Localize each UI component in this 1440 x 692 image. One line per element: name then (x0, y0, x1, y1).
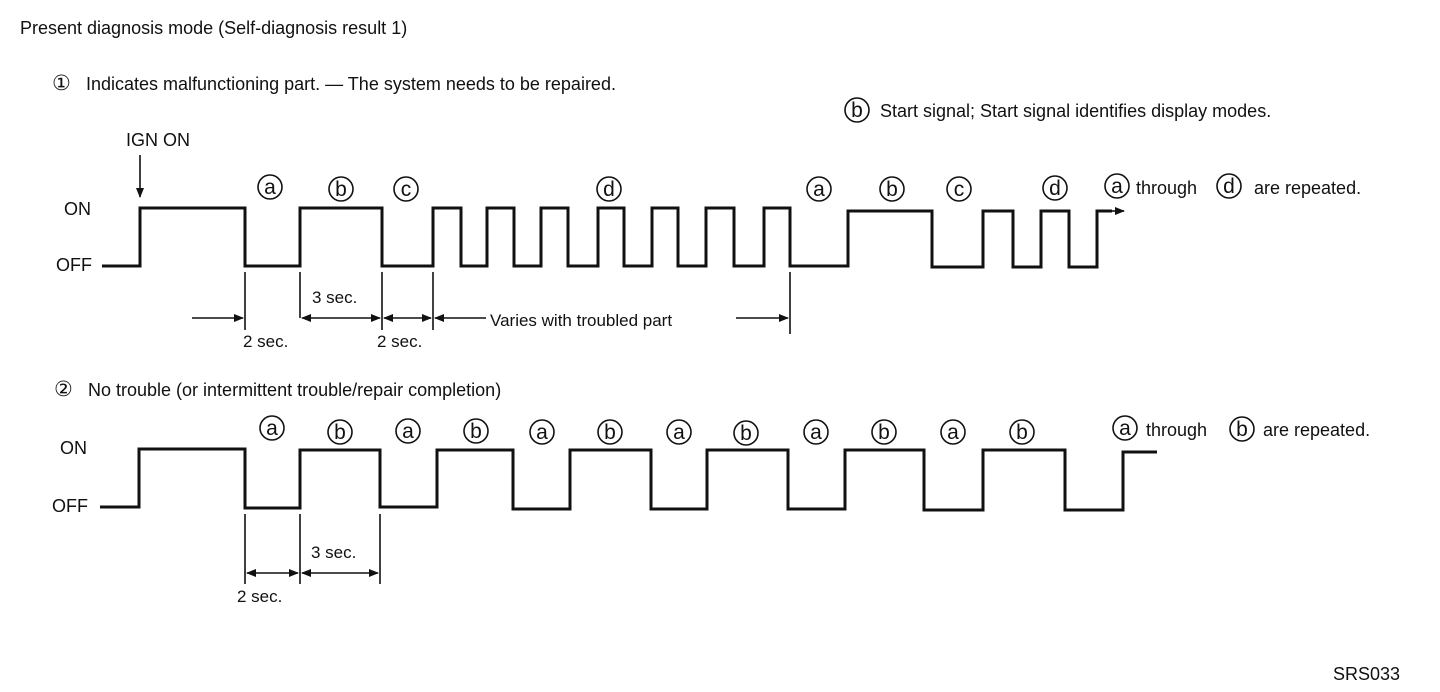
dimension-lines-1 (192, 272, 791, 334)
dim1-2sec-second: 2 sec. (377, 332, 422, 351)
phase-mark: a (529, 419, 555, 445)
signal-waveform-1 (102, 206, 1112, 269)
phase-mark: d (596, 176, 622, 202)
repeat-note-2: a through b are repeated. (1112, 415, 1370, 442)
repeat-note-1: a through d are repeated. (1104, 173, 1361, 199)
phase-marks-2: a b a b a b a b a b a b (259, 415, 1035, 446)
svg-text:b: b (878, 421, 890, 444)
svg-text:a: a (673, 421, 685, 444)
svg-text:c: c (954, 178, 965, 201)
dim1-varies: Varies with troubled part (490, 311, 672, 330)
start-signal-note: b Start signal; Start signal identifies … (844, 97, 1271, 123)
level-on-label-2: ON (60, 438, 87, 458)
svg-text:d: d (603, 178, 615, 201)
level-off-label-1: OFF (56, 255, 92, 275)
svg-text:b: b (886, 178, 898, 201)
svg-text:b: b (335, 178, 347, 201)
svg-text:b: b (470, 420, 482, 443)
phase-mark: b (597, 419, 623, 445)
signal-waveform-2 (100, 447, 1157, 512)
ign-on-label: IGN ON (126, 130, 190, 150)
section-malfunction: ① Indicates malfunctioning part. — The s… (52, 72, 1361, 351)
svg-text:a: a (536, 421, 548, 444)
repeat2-to: b (1236, 418, 1248, 441)
svg-text:c: c (401, 178, 412, 201)
repeat2-word: through (1146, 420, 1207, 440)
section1-heading: Indicates malfunctioning part. — The sys… (86, 74, 616, 94)
phase-mark: c (946, 176, 972, 202)
repeat2-suffix: are repeated. (1263, 420, 1370, 440)
repeat2-from: a (1119, 417, 1131, 440)
phase-mark: b (879, 176, 905, 202)
dim2-2sec: 2 sec. (237, 587, 282, 606)
phase-mark: a (806, 176, 832, 202)
svg-text:b: b (740, 422, 752, 445)
note-text: Start signal; Start signal identifies di… (880, 101, 1271, 121)
phase-mark: a (395, 418, 421, 444)
svg-text:a: a (947, 421, 959, 444)
note-symbol: b (851, 99, 863, 122)
svg-text:a: a (402, 420, 414, 443)
svg-text:b: b (334, 421, 346, 444)
phase-mark: a (666, 419, 692, 445)
phase-marks-1: a b c d a b c d (257, 174, 1068, 202)
phase-mark: b (327, 419, 353, 445)
level-on-label-1: ON (64, 199, 91, 219)
phase-mark: c (393, 176, 419, 202)
section2-heading: No trouble (or intermittent trouble/repa… (88, 380, 501, 400)
svg-text:d: d (1049, 177, 1061, 200)
section-no-trouble: ② No trouble (or intermittent trouble/re… (52, 378, 1370, 606)
section2-number: ② (54, 378, 73, 401)
phase-mark: b (463, 418, 489, 444)
dim1-2sec-first: 2 sec. (243, 332, 288, 351)
repeat1-from: a (1111, 175, 1123, 198)
phase-mark: b (328, 176, 354, 202)
svg-text:a: a (264, 176, 276, 199)
phase-mark: b (733, 420, 759, 446)
phase-mark: a (257, 174, 283, 200)
phase-mark: a (259, 415, 285, 441)
dim2-3sec: 3 sec. (311, 543, 356, 562)
svg-text:a: a (266, 417, 278, 440)
phase-mark: b (871, 419, 897, 445)
phase-mark: a (940, 419, 966, 445)
level-off-label-2: OFF (52, 496, 88, 516)
figure-id: SRS033 (1333, 664, 1400, 684)
repeat1-suffix: are repeated. (1254, 178, 1361, 198)
svg-text:b: b (604, 421, 616, 444)
dim1-3sec: 3 sec. (312, 288, 357, 307)
svg-text:a: a (810, 421, 822, 444)
svg-text:b: b (1016, 421, 1028, 444)
repeat1-word: through (1136, 178, 1197, 198)
phase-mark: d (1042, 175, 1068, 201)
phase-mark: a (803, 419, 829, 445)
repeat1-to: d (1223, 175, 1235, 198)
dimension-lines-2 (244, 514, 381, 584)
page-title: Present diagnosis mode (Self-diagnosis r… (20, 18, 407, 38)
section1-number: ① (52, 72, 71, 95)
note-circle-b (844, 97, 870, 123)
phase-mark: b (1009, 419, 1035, 445)
svg-text:a: a (813, 178, 825, 201)
